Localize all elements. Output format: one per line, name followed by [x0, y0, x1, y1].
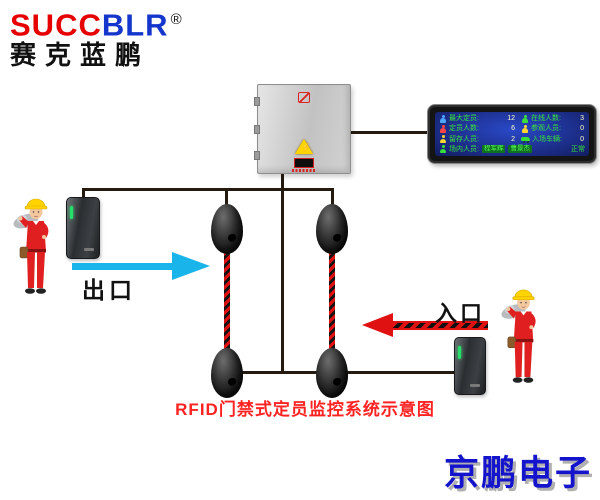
- box-hinge: [254, 97, 260, 106]
- cable-to-sensor-top-right: [331, 188, 334, 207]
- brand-name-blue: BLR: [101, 7, 169, 43]
- infrared-sensor-top-left: [211, 204, 243, 254]
- person-icon: [439, 124, 447, 133]
- stat-label: 最大定员:: [449, 115, 479, 122]
- box-brand-mark: [298, 92, 310, 103]
- worker-figure-right: [500, 285, 547, 385]
- stat-value: 0: [580, 125, 584, 133]
- reader-label: [84, 248, 94, 251]
- stat-label: 入场车辆:: [532, 135, 562, 143]
- person-name-badge: 程军辉: [481, 145, 506, 154]
- display-row: 最大定员: 12 在线人数: 3: [439, 114, 585, 123]
- display-row: 定员人数: 6 参观人员: 0: [439, 124, 585, 133]
- brand-name-red: SUCC: [10, 7, 102, 43]
- stat-value: 12: [507, 115, 515, 122]
- exit-direction-arrow: [72, 252, 210, 280]
- person-name-badge: 曹景杰: [508, 145, 532, 154]
- person-icon: [439, 114, 447, 123]
- stat-value: 6: [511, 125, 515, 133]
- stat-label: 在线人数:: [531, 115, 561, 122]
- cable-box-to-display: [350, 131, 430, 134]
- status-text: 正常: [571, 145, 585, 153]
- entrance-label: 入口: [435, 301, 486, 326]
- cable-box-down: [281, 172, 284, 190]
- arrow-head-right: [172, 252, 210, 280]
- stat-value: 0: [580, 135, 584, 143]
- brand-name: SUCCBLR®: [10, 4, 183, 41]
- arrow-head-left: [362, 313, 393, 337]
- exit-label: 出口: [82, 277, 136, 303]
- sensor-lens: [228, 378, 237, 386]
- person-icon: [521, 124, 529, 133]
- sensor-lens: [333, 234, 342, 242]
- cable-center-down: [281, 188, 284, 374]
- infrared-beam-right: [329, 252, 335, 352]
- infrared-sensor-bottom-right: [316, 348, 348, 398]
- cable-top-bus: [82, 188, 334, 191]
- cable-to-sensor-top-left: [225, 188, 228, 207]
- car-icon: [521, 135, 530, 143]
- registered-trademark-icon: ®: [170, 11, 183, 28]
- lightning-bolt-icon: ⚡: [301, 143, 311, 152]
- card-reader-entrance: [454, 337, 486, 395]
- person-icon: [439, 135, 447, 144]
- led-indicator: [70, 206, 73, 219]
- box-nameplate: [294, 158, 314, 168]
- watermark-company-name: 京鹏电子: [443, 454, 592, 493]
- led-display-panel: 最大定员: 12 在线人数: 3 定员人数: 6 参观人员:: [428, 105, 596, 163]
- stat-value: 3: [580, 115, 584, 122]
- stat-label: 定员人数:: [449, 125, 479, 133]
- person-icon: [439, 145, 447, 154]
- worker-figure-left: [12, 194, 60, 296]
- led-screen: 最大定员: 12 在线人数: 3 定员人数: 6 参观人员:: [435, 112, 589, 156]
- infrared-beam-left: [224, 252, 230, 352]
- display-row: 留存人员: 2 入场车辆: 0: [439, 135, 585, 144]
- sensor-lens: [333, 378, 342, 386]
- stat-label: 参观人员:: [531, 125, 561, 133]
- infrared-sensor-bottom-left: [211, 348, 243, 398]
- entrance-direction-arrow: [362, 312, 488, 338]
- stat-label: 场内人员:: [449, 145, 479, 153]
- company-logo: SUCCBLR® 赛克蓝鹏: [10, 4, 183, 72]
- controller-box: ⚡: [254, 84, 351, 174]
- company-name-chinese: 赛克蓝鹏: [10, 41, 151, 72]
- box-hinge: [254, 151, 260, 160]
- high-voltage-warning-icon: ⚡: [295, 139, 313, 154]
- person-icon: [521, 114, 529, 123]
- box-hinge: [254, 125, 260, 134]
- worker-illustration: [501, 289, 536, 383]
- display-footer-row: 场内人员: 程军辉 曹景杰 正常: [439, 145, 585, 154]
- sensor-lens: [228, 234, 237, 242]
- box-nameplate-text: [292, 169, 316, 172]
- infrared-sensor-top-right: [316, 204, 348, 254]
- card-reader-exit: [66, 197, 100, 259]
- diagram-caption: RFID门禁式定员监控系统示意图: [175, 400, 435, 419]
- reader-label: [470, 384, 480, 387]
- worker-illustration: [13, 198, 49, 294]
- stat-label: 留存人员:: [449, 135, 479, 143]
- cable-to-left-reader: [82, 188, 85, 200]
- led-indicator: [458, 346, 461, 359]
- stat-value: 2: [511, 135, 515, 143]
